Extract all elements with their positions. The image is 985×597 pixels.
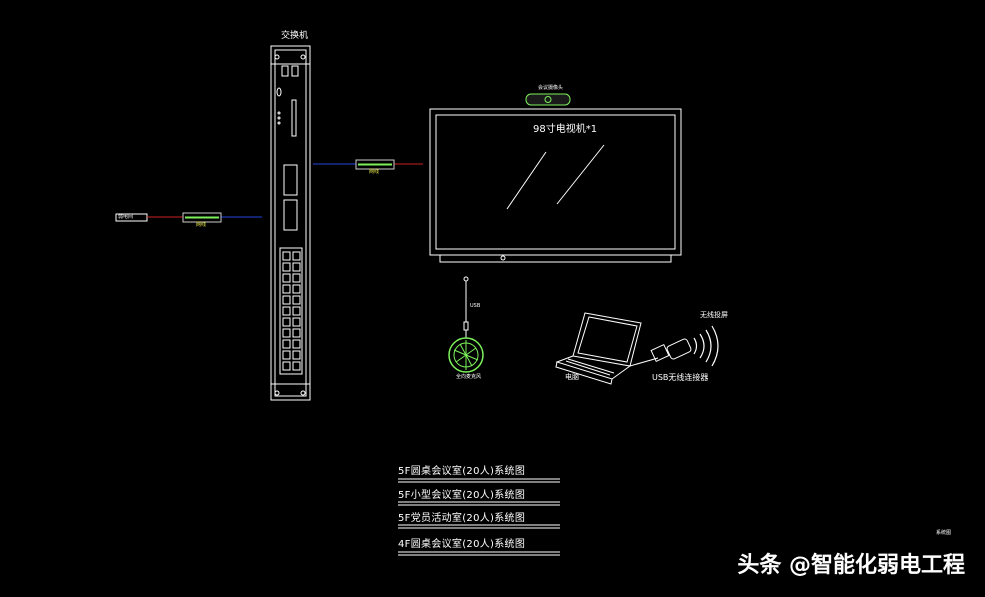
laptop-label: 电脑: [565, 373, 579, 381]
switch-port: [282, 339, 291, 349]
legend-lines: [398, 478, 560, 556]
laptop: [555, 312, 659, 385]
left-cable: [115, 212, 262, 223]
switch-port: [292, 273, 301, 283]
legend-item: 5F党员活动室(20人)系统图: [398, 513, 526, 524]
wireless-waves-icon: [693, 325, 719, 367]
switch-label: 交换机: [281, 31, 309, 41]
corner-label: 系统图: [936, 530, 952, 536]
switch-port: [292, 317, 301, 327]
switch-port: [292, 284, 301, 294]
watermark: 头条 @智能化弱电工程: [737, 553, 965, 578]
switch-port: [282, 273, 291, 283]
microphone: [448, 276, 484, 373]
mic-label: 全向麦克风: [456, 374, 482, 380]
switch-port: [282, 295, 291, 305]
switch-port: [282, 350, 291, 360]
wireless-label: 无线投屏: [700, 311, 728, 319]
legend-item: 5F小型会议室(20人)系统图: [398, 490, 526, 501]
usb-receiver: [650, 338, 692, 363]
tv-display: [429, 108, 682, 263]
switch-port: [292, 295, 301, 305]
mic-cable-label: USB: [470, 303, 481, 309]
middle-cable: [313, 159, 423, 170]
switch-port: [282, 328, 291, 338]
switch-port: [292, 361, 301, 371]
mid-cable-label: 网线: [369, 169, 380, 175]
switch-rack: [270, 45, 311, 401]
camera-label: 会议摄像头: [538, 85, 564, 91]
switch-port: [282, 251, 291, 261]
switch-port: [292, 306, 301, 316]
legend-item: 4F圆桌会议室(20人)系统图: [398, 539, 526, 550]
left-box-label: 弱电间: [118, 214, 134, 220]
switch-port: [292, 339, 301, 349]
tv-label: 98寸电视机*1: [533, 124, 598, 135]
switch-port: [292, 251, 301, 261]
switch-port: [282, 284, 291, 294]
switch-port: [282, 306, 291, 316]
switch-port: [282, 361, 291, 371]
legend-item: 5F圆桌会议室(20人)系统图: [398, 466, 526, 477]
switch-port: [292, 262, 301, 272]
switch-port: [282, 317, 291, 327]
left-cable-label: 网线: [196, 222, 207, 228]
switch-port-grid: [282, 251, 301, 371]
camera: [525, 93, 571, 106]
switch-port: [292, 328, 301, 338]
switch-port: [282, 262, 291, 272]
switch-port: [292, 350, 301, 360]
usb-receiver-label: USB无线连接器: [652, 373, 709, 382]
